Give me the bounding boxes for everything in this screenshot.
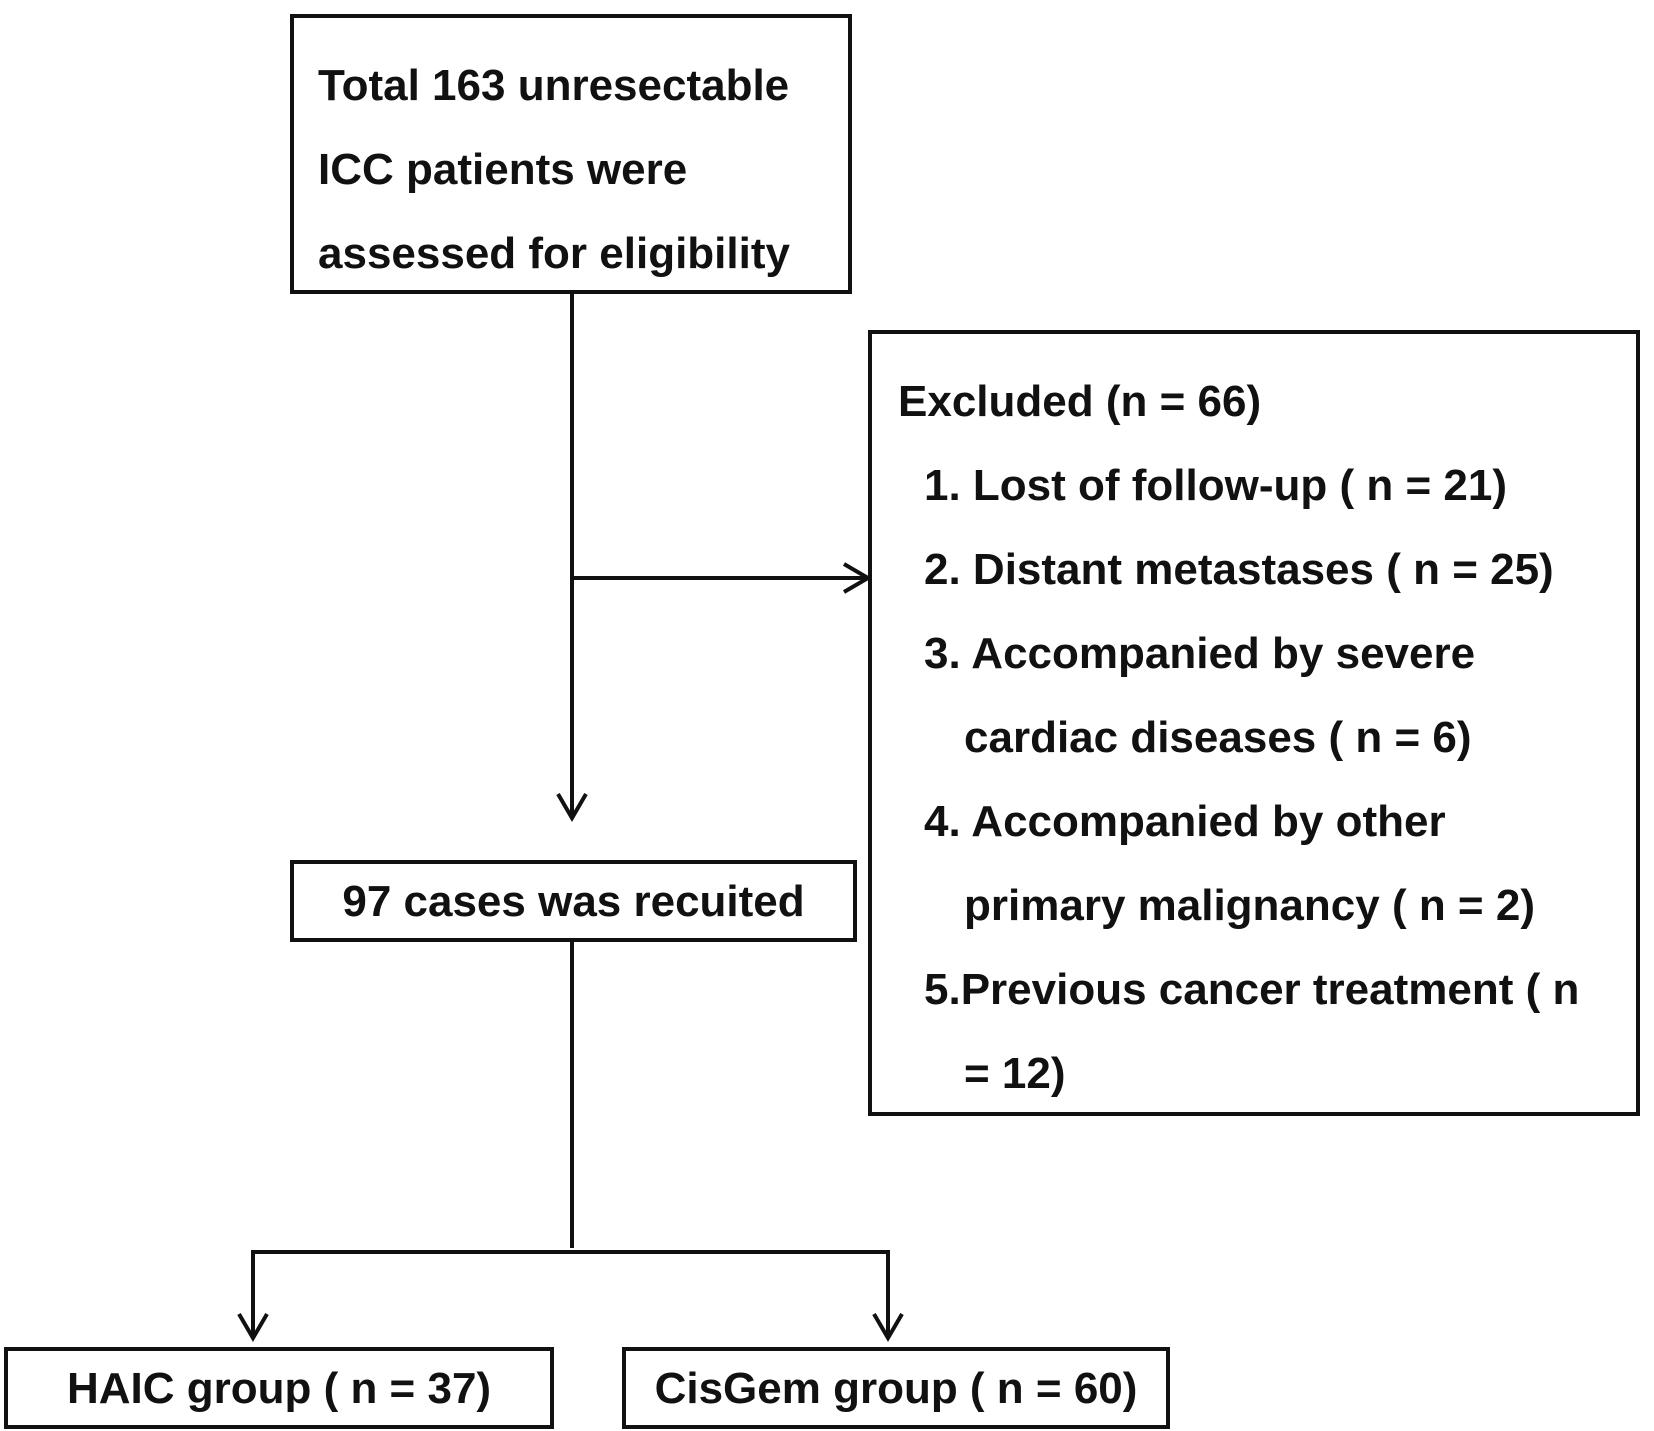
cisgem-group-label: CisGem group ( n = 60) (654, 1364, 1138, 1413)
assessed-box: Total 163 unresectable ICC patients were… (290, 14, 852, 294)
excluded-item-3a: 3. Accompanied by severe (924, 629, 1476, 678)
excluded-title: Excluded (n = 66) (898, 377, 1262, 426)
arrow-head-to-recruited (556, 792, 588, 822)
excluded-item-1: 1. Lost of follow-up ( n = 21) (924, 461, 1507, 510)
haic-group-box: HAIC group ( n = 37) (4, 1347, 554, 1429)
excluded-item-3b: cardiac diseases ( n = 6) (964, 713, 1472, 762)
excluded-item-4a: 4. Accompanied by other (924, 797, 1446, 846)
assessed-line-3: assessed for eligibility (318, 229, 790, 278)
cisgem-group-box: CisGem group ( n = 60) (622, 1347, 1170, 1429)
arrow-head-to-haic (237, 1312, 269, 1342)
excluded-item-5a: 5.Previous cancer treatment ( n (924, 965, 1580, 1014)
excluded-item-5b: = 12) (964, 1049, 1066, 1098)
assessed-line-2: ICC patients were (318, 145, 688, 194)
excluded-item-4b: primary malignancy ( n = 2) (964, 881, 1535, 930)
haic-group-label: HAIC group ( n = 37) (66, 1364, 492, 1413)
excluded-box: Excluded (n = 66) 1. Lost of follow-up (… (868, 330, 1640, 1116)
recruited-box: 97 cases was recuited (290, 860, 857, 942)
arrow-head-to-cisgem (872, 1312, 904, 1342)
excluded-item-2: 2. Distant metastases ( n = 25) (924, 545, 1554, 594)
assessed-line-1: Total 163 unresectable (318, 61, 790, 110)
recruited-label: 97 cases was recuited (342, 877, 805, 926)
